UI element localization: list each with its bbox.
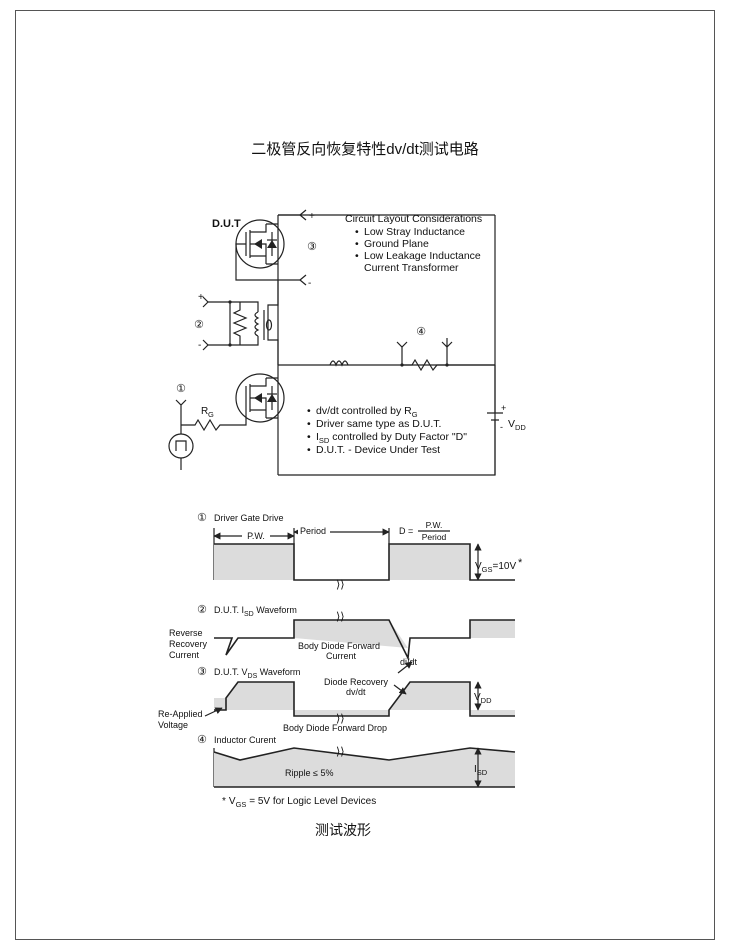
svg-text:•: • (307, 418, 311, 430)
svg-text:Current: Current (326, 651, 357, 661)
svg-text:-: - (308, 278, 311, 289)
svg-text:Ground Plane: Ground Plane (364, 238, 429, 250)
test-waveforms: ① Driver Gate Drive P.W. Period D = P.W.… (158, 512, 523, 809)
marker-3-circuit: ③ (307, 241, 317, 253)
svg-text:•: • (355, 238, 359, 250)
svg-text:Current Transformer: Current Transformer (364, 262, 459, 274)
svg-text:+: + (309, 211, 315, 222)
svg-text:Ripple ≤ 5%: Ripple ≤ 5% (285, 768, 333, 778)
svg-text:dv/dt: dv/dt (346, 687, 366, 697)
considerations-title: Circuit Layout Considerations (345, 213, 482, 225)
test-circuit: + - D.U.T ③ Circuit Layout Consideration… (168, 209, 526, 476)
svg-text:Period: Period (422, 532, 447, 542)
dut-label: D.U.T (212, 218, 241, 230)
driver-mosfet-symbol (235, 373, 285, 423)
svg-text:dv/dt controlled by RG: dv/dt controlled by RG (316, 405, 418, 419)
svg-text:⟩⟩: ⟩⟩ (336, 713, 345, 725)
svg-text:Low Stray Inductance: Low Stray Inductance (364, 226, 465, 238)
page-title: 二极管反向恢复特性dv/dt测试电路 (251, 140, 479, 158)
top-terminal-plus: + (299, 209, 315, 222)
current-transformer (254, 280, 279, 365)
marker-4-circuit: ④ (416, 326, 426, 338)
inductor-branch: ④ (329, 326, 495, 372)
vdd-label: V (508, 418, 515, 430)
svg-text:Recovery: Recovery (169, 639, 208, 649)
inductor-current-label: Inductor Curent (214, 735, 277, 745)
circuit-notes: • dv/dt controlled by RG • Driver same t… (307, 405, 467, 456)
svg-text:-: - (198, 340, 201, 351)
svg-text:⟩⟩: ⟩⟩ (336, 579, 345, 591)
svg-text:ISD controlled by Duty Factor: ISD controlled by Duty Factor "D" (316, 431, 467, 445)
svg-text:⟩⟩: ⟩⟩ (336, 746, 345, 758)
svg-text:Current: Current (169, 650, 200, 660)
svg-text:+: + (501, 403, 506, 413)
period-label: Period (300, 526, 326, 536)
svg-text:+: + (198, 292, 204, 303)
svg-text:•: • (355, 250, 359, 262)
pw-label: P.W. (247, 531, 265, 541)
svg-text:•: • (307, 444, 311, 456)
reapplied-voltage-label: Re-Applied (158, 709, 203, 719)
waveform-caption: 测试波形 (315, 822, 371, 838)
svg-text:Driver same type as D.U.T.: Driver same type as D.U.T. (316, 418, 441, 430)
reverse-recovery-label: Reverse (169, 628, 203, 638)
svg-text:VGS=10V: VGS=10V (475, 561, 516, 574)
svg-text:*: * (518, 557, 523, 569)
top-terminal-minus: - (299, 274, 311, 289)
page-frame (15, 10, 715, 940)
svg-text:Diode Recovery: Diode Recovery (324, 677, 389, 687)
svg-text:Voltage: Voltage (158, 720, 188, 730)
svg-text:④: ④ (197, 734, 207, 746)
rg-label: R (201, 406, 208, 417)
vdd-source: + - V DD (487, 365, 526, 475)
svg-text:D.U.T. ISD Waveform: D.U.T. ISD Waveform (214, 605, 297, 618)
gate-drive-label: Driver Gate Drive (214, 513, 284, 523)
dut-mosfet-symbol: D.U.T (212, 218, 285, 281)
svg-text:DD: DD (515, 423, 526, 432)
gate-drive-input: ① R G (168, 383, 247, 470)
svg-text:D.U.T. VDS Waveform: D.U.T. VDS Waveform (214, 667, 300, 680)
svg-text:②: ② (194, 319, 204, 331)
svg-text:③: ③ (197, 666, 207, 678)
svg-text:-: - (500, 422, 503, 432)
footnote: *VGS = 5V for Logic Level Devices (222, 796, 376, 809)
svg-text:①: ① (197, 512, 207, 524)
svg-text:D =: D = (399, 526, 413, 536)
svg-text:D.U.T. - Device Under Test: D.U.T. - Device Under Test (316, 444, 440, 456)
svg-text:•: • (355, 226, 359, 238)
considerations-list: • Low Stray Inductance • Ground Plane • Low… (355, 226, 481, 274)
svg-text:Low Leakage Inductance: Low Leakage Inductance (364, 250, 481, 262)
marker-2-input: + - ② (194, 292, 259, 351)
svg-text:ISD: ISD (474, 764, 488, 777)
svg-text:①: ① (176, 383, 186, 395)
svg-text:②: ② (197, 604, 207, 616)
svg-text:VDD: VDD (474, 692, 492, 705)
svg-text:di/dt: di/dt (400, 657, 418, 667)
svg-text:Body Diode Forward Dro: Body Diode Forward Drop (283, 723, 387, 733)
svg-text:⟩⟩: ⟩⟩ (336, 611, 345, 623)
svg-text:G: G (208, 410, 214, 419)
svg-text:Body Diode Forward: Body Diode Forward (298, 641, 380, 651)
svg-text:•: • (307, 405, 311, 417)
svg-text:P.W.: P.W. (426, 520, 443, 530)
svg-text:•: • (307, 431, 311, 443)
